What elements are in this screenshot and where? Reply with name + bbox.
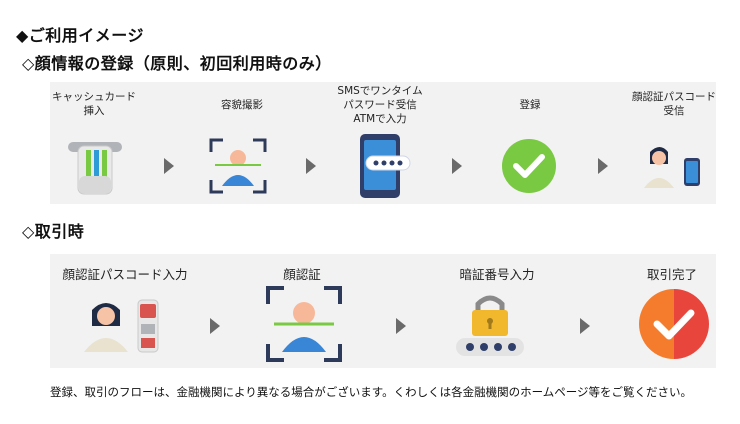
- transaction-step-2-label: 顔認証: [283, 267, 321, 282]
- footnote: 登録、取引のフローは、金融機関により異なる場合がございます。くわしくは各金融機関…: [50, 385, 693, 399]
- cash-card-insert-icon: [68, 142, 122, 195]
- registration-check-icon: [502, 139, 556, 193]
- page-title: ◆ご利用イメージ: [16, 26, 144, 45]
- transaction-flow-band: [50, 254, 716, 368]
- flow-arrow-icon: [452, 158, 462, 174]
- face-scan-icon: [266, 286, 342, 362]
- flow-arrow-icon: [396, 318, 406, 334]
- transaction-complete-check-icon: [639, 289, 709, 359]
- flow-arrow-icon: [580, 318, 590, 334]
- register-step-4-label: 登録: [519, 99, 541, 111]
- transaction-heading: ◇取引時: [22, 222, 85, 241]
- transaction-step-4-label: 取引完了: [646, 267, 697, 282]
- register-step-1-label: キャッシュカード 挿入: [52, 91, 136, 117]
- register-step-2-label: 容貌撮影: [221, 99, 263, 111]
- flow-arrow-icon: [164, 158, 174, 174]
- sms-phone-icon: [360, 134, 411, 198]
- register-step-5-label: 顔認証パスコード 受信: [632, 91, 716, 117]
- flow-arrow-icon: [598, 158, 608, 174]
- register-heading: ◇顔情報の登録（原則、初回利用時のみ）: [22, 54, 332, 73]
- pin-lock-icon: [456, 295, 524, 356]
- flow-arrow-icon: [210, 318, 220, 334]
- flow-arrow-icon: [306, 158, 316, 174]
- face-scan-icon: [209, 138, 267, 194]
- person-atm-icon: [84, 299, 159, 353]
- transaction-step-1-label: 顔認証パスコード入力: [62, 267, 188, 282]
- register-step-3-label: SMSでワンタイム パスワード受信 ATMで入力: [337, 85, 423, 125]
- transaction-step-3-label: 暗証番号入力: [459, 267, 535, 282]
- person-phone-icon: [644, 147, 700, 188]
